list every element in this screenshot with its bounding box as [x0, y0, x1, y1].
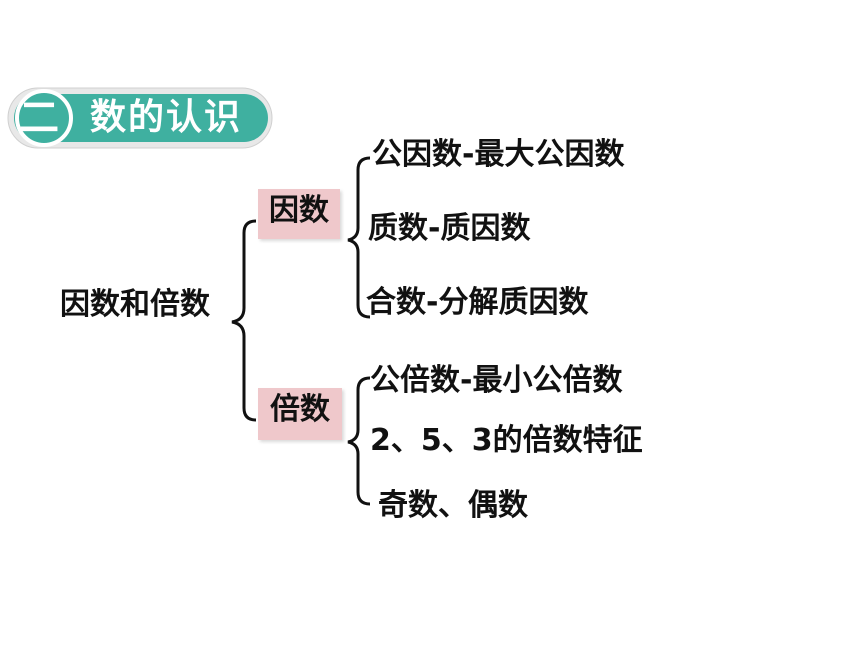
factor-box: 因数: [258, 189, 340, 239]
multiple-brace: [347, 376, 371, 506]
factor-child-3: 合数-分解质因数: [366, 285, 589, 320]
root-brace: [231, 219, 257, 422]
section-number: 二: [19, 95, 59, 141]
multiple-box: 倍数: [258, 388, 342, 440]
factor-child-2: 质数-质因数: [368, 211, 531, 246]
multiple-child-3: 奇数、偶数: [378, 488, 528, 523]
section-banner: 二 数的认识: [6, 86, 274, 150]
multiple-child-1: 公倍数-最小公倍数: [370, 363, 623, 398]
factor-child-1: 公因数-最大公因数: [372, 137, 625, 172]
factor-label: 因数: [269, 193, 329, 228]
root-node: 因数和倍数: [60, 287, 210, 322]
section-title: 数的认识: [90, 97, 243, 138]
multiple-label: 倍数: [270, 392, 330, 427]
banner-shape: [7, 87, 273, 149]
multiple-child-2: 2、5、3的倍数特征: [370, 423, 643, 458]
factor-brace: [347, 156, 371, 319]
